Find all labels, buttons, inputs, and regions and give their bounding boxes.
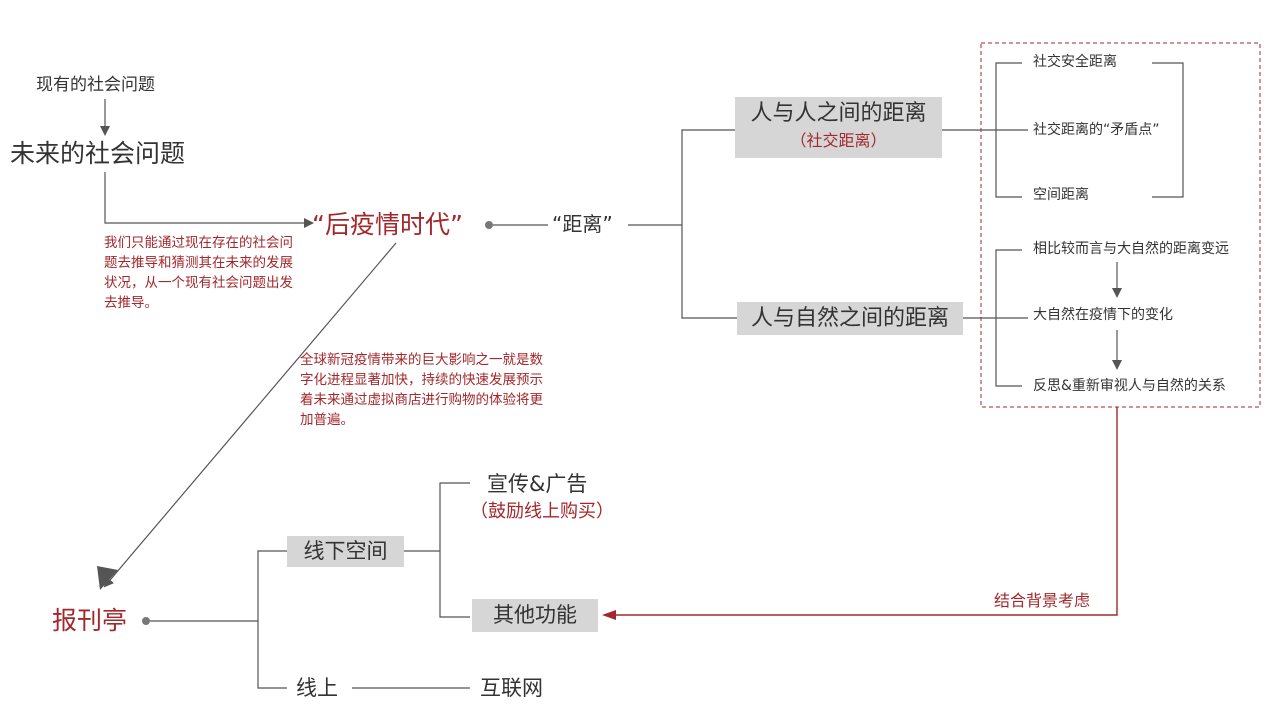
combine-background: 结合背景考虑 [994, 591, 1091, 610]
space-distance: 空间距离 [1033, 187, 1089, 203]
encourage-online-purchase: （鼓励线上购买） [470, 501, 614, 522]
current-social-issue: 现有的社会问题 [36, 75, 155, 95]
offline-space-title: 线下空间 [303, 539, 388, 563]
internet-label: 互联网 [480, 676, 543, 700]
kiosk: 报刊亭 [52, 606, 128, 635]
online-label: 线上 [296, 676, 338, 700]
fork-offline-online [257, 550, 287, 689]
kiosk-dot [142, 617, 150, 625]
fork-person-nature [681, 129, 737, 319]
other-functions-title: 其他功能 [493, 603, 577, 627]
distance-label: “距离” [552, 212, 613, 236]
right-bracket-top [1152, 62, 1184, 198]
left-bracket-bottom [995, 249, 1022, 387]
nature-distance-farther: 相比较而言与大自然的距离变远 [1033, 241, 1229, 257]
future-social-issue: 未来的社会问题 [10, 139, 186, 168]
left-bracket-top [995, 62, 1022, 198]
arrow-combine-to-other [602, 407, 1118, 620]
offline-space-box: 线下空间 [287, 536, 404, 567]
kiosk-arrow-head [97, 566, 118, 590]
social-distance-subtitle: （社交距离） [790, 131, 887, 150]
person-person-box: 人与人之间的距离 （社交距离） [735, 97, 942, 158]
arrow-post-to-kiosk [103, 242, 397, 588]
promotion-ads: 宣传&广告 [487, 472, 588, 496]
social-distance-contradiction: 社交距离的“矛盾点” [1033, 122, 1160, 138]
post-pandemic-era: “后疫情时代” [312, 210, 463, 239]
person-nature-box: 人与自然之间的距离 [737, 302, 963, 335]
pandemic-impact-note: 全球新冠疫情带来的巨大影响之一就是数字化进程显著加快，持续的快速发展预示着未来通… [300, 352, 543, 428]
social-safe-distance: 社交安全距离 [1033, 54, 1117, 70]
fork-promo-other [439, 482, 470, 618]
arrow-future-to-post [104, 172, 314, 228]
inference-note: 我们只能通过现在存在的社会问题去推导和猜测其在未来的发展状况，从一个现有社会问题… [104, 235, 293, 311]
reflect-relationship: 反思&重新审视人与自然的关系 [1033, 378, 1226, 394]
dashed-frame [980, 42, 1261, 408]
nature-change: 大自然在疫情下的变化 [1033, 307, 1173, 323]
post-dot [485, 221, 493, 229]
person-person-title: 人与人之间的距离 [750, 101, 927, 126]
person-nature-title: 人与自然之间的距离 [750, 306, 949, 331]
other-functions-box: 其他功能 [472, 599, 598, 632]
